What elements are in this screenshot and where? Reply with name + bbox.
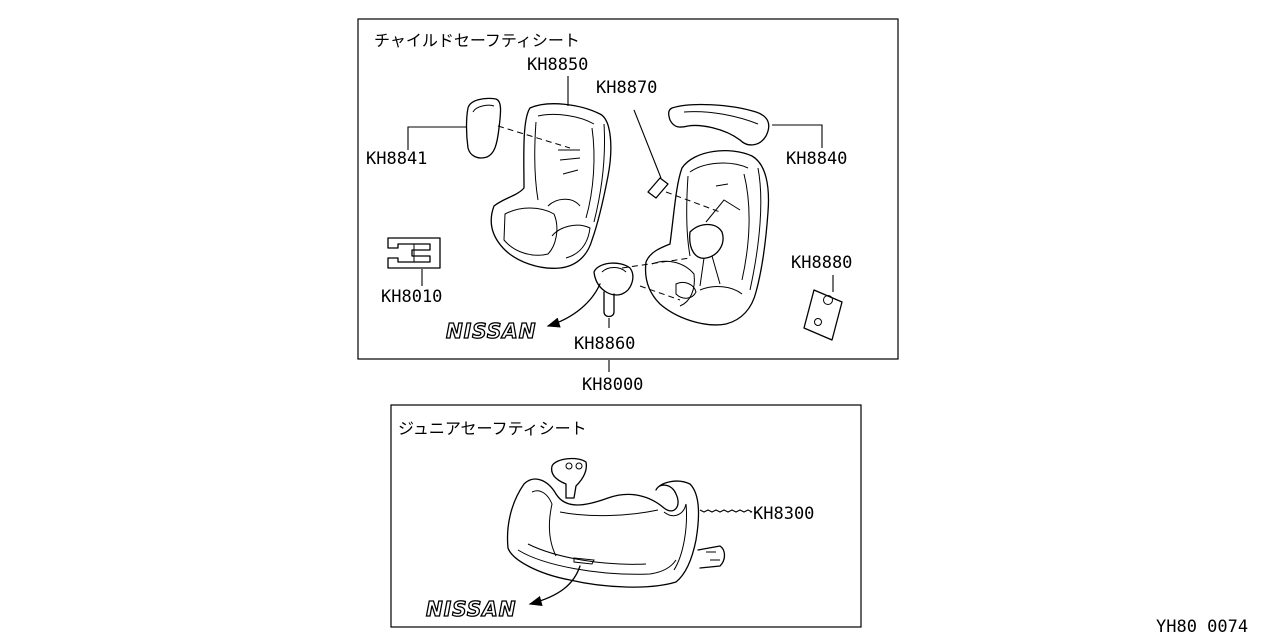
- plate-part: [387, 237, 441, 269]
- label-kh8880[interactable]: KH8880: [791, 253, 852, 273]
- nissan-logo-junior: NISSAN: [426, 597, 517, 621]
- canopy-part: [668, 103, 770, 146]
- label-kh8870[interactable]: KH8870: [596, 78, 657, 98]
- label-kh8860[interactable]: KH8860: [574, 334, 635, 354]
- label-kh8010[interactable]: KH8010: [381, 287, 442, 307]
- label-kh8850[interactable]: KH8850: [527, 55, 588, 75]
- label-kh8840[interactable]: KH8840: [786, 149, 847, 169]
- booster-part: [506, 457, 726, 588]
- figure-code: YH80 0074: [1156, 617, 1248, 637]
- pad-part: [647, 177, 669, 199]
- complete-seat-part: [644, 150, 770, 326]
- buckle-part: [593, 262, 634, 318]
- bracket-part: [803, 289, 843, 341]
- label-kh8000[interactable]: KH8000: [582, 375, 643, 395]
- junior-seat-title: ジュニアセーフティシート: [398, 419, 587, 438]
- child-seat-box: [357, 18, 899, 360]
- child-seat-title: チャイルドセーフティシート: [374, 31, 580, 50]
- headrest-part: [465, 97, 502, 159]
- nissan-logo-child: NISSAN: [446, 319, 537, 343]
- label-kh8841[interactable]: KH8841: [366, 149, 427, 169]
- label-kh8300[interactable]: KH8300: [753, 504, 814, 524]
- seat-cover-part: [490, 103, 612, 269]
- junior-seat-box: [390, 404, 862, 628]
